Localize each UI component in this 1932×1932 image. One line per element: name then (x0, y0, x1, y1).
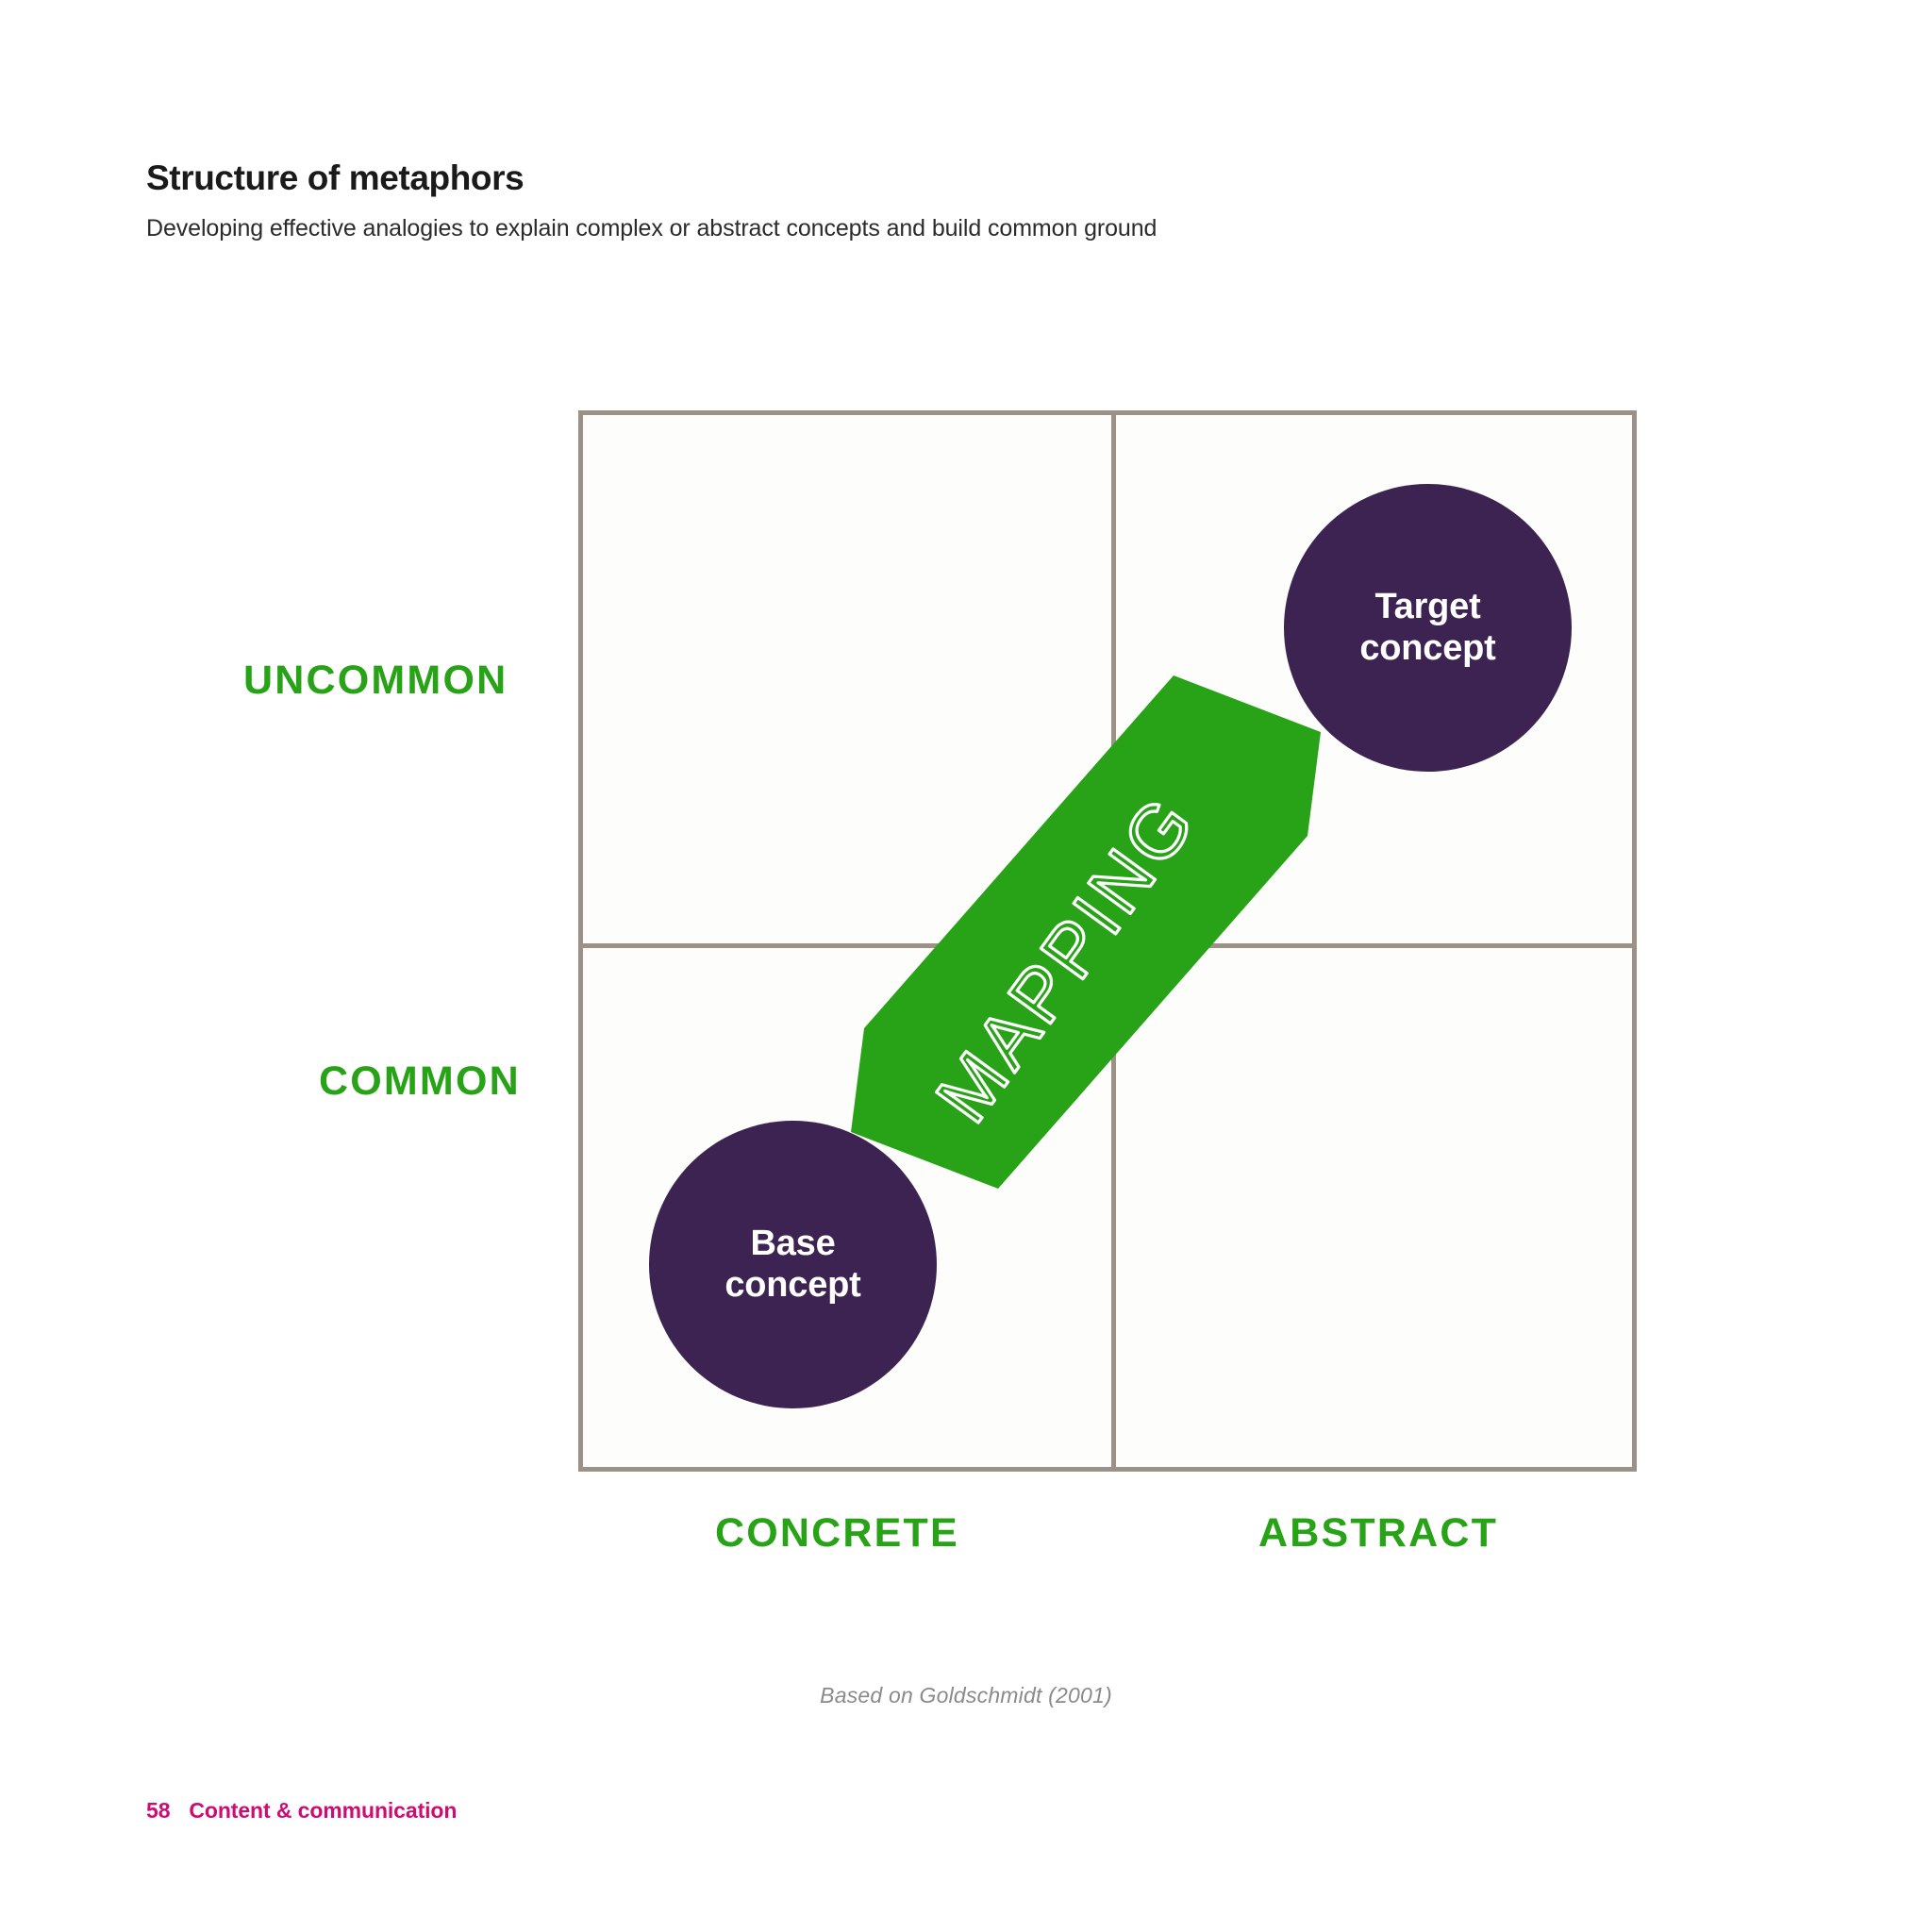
axis-label-concrete: CONCRETE (715, 1510, 959, 1556)
quadrant-uncommon-concrete (583, 415, 1108, 941)
node-base-concept[interactable]: Base concept (649, 1121, 937, 1408)
matrix-vertical-divider (1111, 415, 1116, 1467)
node-base-concept-line1: Base (750, 1223, 836, 1263)
page-title: Structure of metaphors (146, 158, 525, 197)
page-footer: 58 Content & communication (146, 1798, 457, 1824)
footer-page-number: 58 (146, 1798, 171, 1823)
quadrant-common-abstract (1108, 941, 1632, 1468)
axis-label-uncommon: UNCOMMON (243, 658, 508, 703)
node-target-concept-line2: concept (1359, 627, 1496, 668)
source-note: Based on Goldschmidt (2001) (820, 1683, 1112, 1707)
node-target-concept-line1: Target (1374, 586, 1481, 626)
page-subtitle: Developing effective analogies to explai… (146, 215, 1158, 242)
node-base-concept-line2: concept (724, 1264, 861, 1305)
axis-label-abstract: ABSTRACT (1258, 1510, 1499, 1556)
matrix-horizontal-divider (583, 943, 1632, 948)
axis-label-common: COMMON (319, 1058, 521, 1104)
node-target-concept[interactable]: Target concept (1284, 484, 1572, 772)
footer-section-label: Content & communication (189, 1798, 458, 1823)
